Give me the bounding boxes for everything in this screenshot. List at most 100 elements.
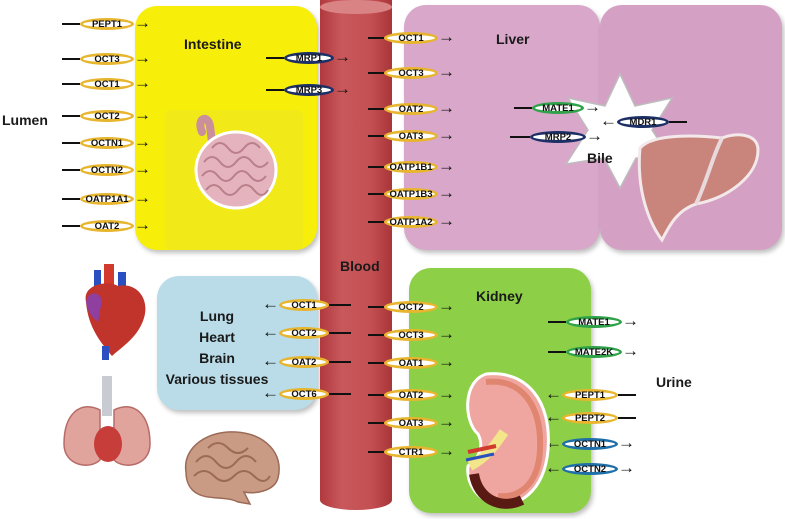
arrow-left-icon: ← bbox=[545, 458, 562, 477]
transporter-oatp1a2: OATP1A2→ bbox=[368, 211, 455, 230]
transporter-oct2: ←OCT2 bbox=[262, 322, 351, 341]
transporter-oval: OCT2 bbox=[80, 110, 134, 122]
tissue-brain: Brain bbox=[199, 350, 235, 366]
transport-line bbox=[368, 135, 384, 137]
transporter-oval: CTR1 bbox=[384, 446, 438, 458]
arrow-right-icon: → bbox=[584, 97, 601, 116]
transporter-mrp3: MRP3→ bbox=[266, 79, 351, 98]
transporter-octn2: OCTN2→ bbox=[62, 159, 151, 178]
transporter-octn2: ←OCTN2→ bbox=[545, 458, 635, 477]
tissues-panel bbox=[157, 276, 317, 410]
transport-line bbox=[368, 72, 384, 74]
transporter-oat3: OAT3→ bbox=[368, 126, 455, 143]
transporter-oval: OAT3 bbox=[384, 130, 438, 142]
arrow-right-icon: → bbox=[134, 215, 151, 234]
transport-line bbox=[368, 451, 384, 453]
arrow-right-icon: → bbox=[334, 47, 351, 66]
kidney-label: Kidney bbox=[476, 288, 523, 304]
transporter-oval: MATE1 bbox=[566, 316, 622, 328]
kidney-image bbox=[465, 372, 550, 509]
transport-line bbox=[329, 393, 351, 395]
transport-line bbox=[368, 166, 384, 168]
tissue-lung: Lung bbox=[199, 308, 235, 324]
arrow-right-icon: → bbox=[622, 341, 639, 360]
transporter-oval: OCT3 bbox=[80, 53, 134, 65]
transport-line bbox=[62, 225, 80, 227]
transporter-oval: OCT1 bbox=[279, 299, 329, 311]
arrow-left-icon: ← bbox=[600, 111, 617, 130]
transporter-oatp1b3: OATP1B3→ bbox=[368, 183, 455, 202]
blood-vessel-top bbox=[320, 0, 392, 14]
arrow-right-icon: → bbox=[438, 98, 455, 117]
heart-image bbox=[85, 264, 146, 360]
arrow-right-icon: → bbox=[438, 211, 455, 230]
arrow-right-icon: → bbox=[438, 412, 455, 431]
arrow-left-icon: ← bbox=[262, 322, 279, 341]
transporter-oval: OCT3 bbox=[384, 329, 438, 341]
transport-line bbox=[548, 321, 566, 323]
arrow-right-icon: → bbox=[622, 311, 639, 330]
transporter-oval: OCTN2 bbox=[80, 164, 134, 176]
transporter-oval: OAT1 bbox=[384, 357, 438, 369]
blood-vessel bbox=[320, 0, 392, 510]
transport-line bbox=[368, 108, 384, 110]
transporter-oval: PEPT2 bbox=[562, 412, 618, 424]
arrow-right-icon: → bbox=[438, 183, 455, 202]
arrow-right-icon: → bbox=[334, 79, 351, 98]
transporter-oct2: OCT2→ bbox=[62, 106, 151, 123]
transporter-pept1: ←PEPT1 bbox=[545, 385, 636, 402]
tissue-heart: Heart bbox=[199, 329, 235, 345]
lumen-label: Lumen bbox=[2, 112, 48, 128]
transporter-oat2: OAT2→ bbox=[62, 215, 151, 234]
transport-line bbox=[368, 362, 384, 364]
arrow-right-icon: → bbox=[134, 13, 151, 32]
arrow-left-icon: ← bbox=[262, 383, 279, 402]
transporter-oval: PEPT1 bbox=[562, 389, 618, 401]
transport-line bbox=[62, 142, 80, 144]
transport-line bbox=[669, 121, 687, 123]
transporter-oval: OAT2 bbox=[80, 220, 134, 232]
transporter-pept1: PEPT1→ bbox=[62, 13, 151, 32]
transport-line bbox=[514, 107, 532, 109]
urine-label: Urine bbox=[656, 374, 692, 390]
arrow-right-icon: → bbox=[134, 73, 151, 92]
arrow-right-icon: → bbox=[134, 188, 151, 207]
transport-line bbox=[329, 361, 351, 363]
transporter-oat2: OAT2→ bbox=[368, 98, 455, 117]
transporter-oat1: OAT1→ bbox=[368, 352, 455, 371]
transporter-oval: OCT2 bbox=[384, 301, 438, 313]
transport-line bbox=[62, 23, 80, 25]
arrow-right-icon: → bbox=[438, 384, 455, 403]
transport-line bbox=[329, 332, 351, 334]
transporter-oval: MRP2 bbox=[530, 131, 586, 143]
transport-line bbox=[368, 37, 384, 39]
transporter-oval: OCT6 bbox=[279, 388, 329, 400]
arrow-right-icon: → bbox=[438, 62, 455, 81]
transporter-oval: OAT2 bbox=[279, 356, 329, 368]
arrow-right-icon: → bbox=[438, 156, 455, 175]
transporter-oval: MRP3 bbox=[284, 84, 334, 96]
transporter-mate1: MATE1→ bbox=[514, 97, 601, 116]
transporter-mrp1: MRP1→ bbox=[266, 47, 351, 66]
transporter-oval: OCT1 bbox=[80, 78, 134, 90]
transporter-oct1: OCT1→ bbox=[62, 73, 151, 92]
arrow-right-icon: → bbox=[438, 352, 455, 371]
arrow-right-icon: → bbox=[134, 132, 151, 151]
transporter-mrp2: MRP2→ bbox=[510, 126, 603, 145]
transporter-oct3: OCT3→ bbox=[62, 49, 151, 66]
transporter-oval: OAT3 bbox=[384, 417, 438, 429]
transporter-oval: MATE2K bbox=[566, 346, 622, 358]
transporter-oval: OCTN1 bbox=[562, 438, 618, 450]
transport-line bbox=[368, 334, 384, 336]
transporter-oval: OATP1B1 bbox=[384, 161, 438, 173]
arrow-right-icon: → bbox=[586, 126, 603, 145]
transport-line bbox=[62, 83, 80, 85]
arrow-right-icon: → bbox=[134, 159, 151, 178]
arrow-right-icon: → bbox=[618, 433, 635, 452]
transporter-oct1: ←OCT1 bbox=[262, 294, 351, 313]
arrow-left-icon: ← bbox=[262, 294, 279, 313]
transporter-oct6: ←OCT6 bbox=[262, 383, 351, 402]
transporter-oval: PEPT1 bbox=[80, 18, 134, 30]
tissues-list: Lung Heart Brain Various tissues bbox=[157, 306, 277, 390]
arrow-right-icon: → bbox=[618, 458, 635, 477]
